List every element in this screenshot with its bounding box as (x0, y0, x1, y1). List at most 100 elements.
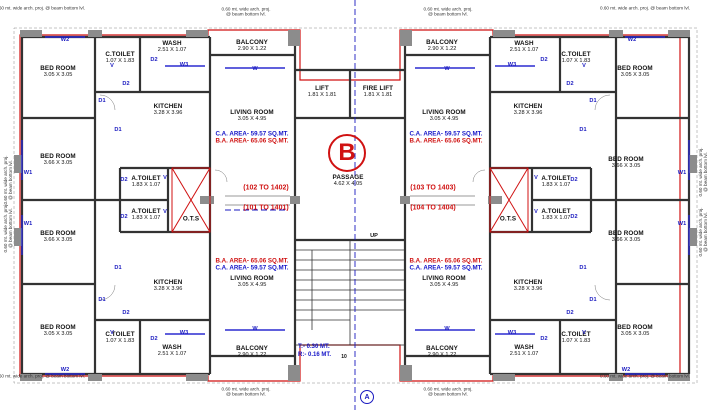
room-name: BED ROOM (608, 230, 644, 238)
tag-d2: D2 (120, 177, 128, 183)
room-dim: 3.28 X 3.96 (513, 110, 543, 117)
stair-riser: R:- 0.16 MT. (298, 351, 332, 358)
room-name: A.TOILET (131, 175, 161, 183)
room-ots-r: O.T.S (500, 215, 516, 222)
tag-d2: D2 (122, 81, 130, 87)
stair-notes: T:- 0.30 MT.R:- 0.16 MT. (298, 344, 331, 360)
room-name: BALCONY (426, 345, 458, 353)
note-left-upper: 0.60 mt. wide arch. proj.@ beam bottom l… (3, 155, 13, 204)
note-arch: 0.60 mt. wide arch. proj. (600, 373, 650, 379)
note-arch: 0.60 mt. wide arch. proj. (221, 6, 271, 12)
tag-w1: W1 (23, 170, 33, 176)
room-name: C.TOILET (105, 51, 135, 59)
tag-d1: D1 (114, 265, 122, 271)
room-dim: 3.05 X 4.95 (429, 282, 459, 289)
room-name: BED ROOM (40, 324, 76, 332)
note-beam: @ beam bottom lvl. (226, 12, 266, 17)
columns (14, 30, 697, 381)
room-dim: 1.07 X 1.83 (105, 58, 135, 65)
room-name: KITCHEN (513, 103, 543, 111)
note-left-lower: 0.60 mt. wide arch. proj.@ beam bottom l… (3, 203, 13, 252)
carpet-area: C.A. AREA- 59.57 SQ.MT. (409, 265, 483, 272)
room-dim: 3.28 X 3.96 (153, 110, 183, 117)
note-arch: 0.60 mt. wide arch. proj. (221, 386, 271, 392)
room-dim: 1.81 X 1.81 (363, 92, 393, 99)
area-block-tl: C.A. AREA- 59.57 SQ.MT.B.A. AREA- 65.06 … (215, 131, 288, 146)
flat-arrows (225, 195, 475, 206)
note-arch: 0.60 mt. wide arch. proj. (0, 5, 45, 11)
windows (21, 36, 690, 375)
room-dim: 4.62 X 4.05 (333, 181, 363, 188)
projection-lines (13, 27, 698, 384)
ots-shafts (171, 167, 529, 233)
room-name: BED ROOM (40, 230, 76, 238)
tag-d2: D2 (150, 336, 158, 342)
note-bot-l1: 0.60 mt. wide arch. proj. @ beam bottom … (0, 373, 85, 378)
room-dim: 1.07 X 1.83 (561, 58, 591, 65)
room-dim: 2.51 X 1.07 (509, 351, 539, 358)
room-dim: 2.51 X 1.07 (157, 47, 187, 54)
note-beam: @ beam bottom lvl. (428, 12, 468, 17)
room-name: C.TOILET (561, 331, 591, 339)
room-name: LIVING ROOM (230, 109, 274, 117)
room-dim: 2.90 X 1.22 (237, 352, 267, 359)
room-name: BED ROOM (608, 156, 644, 164)
note-arch: 0.60 mt. wide arch. proj. (600, 5, 650, 11)
tag-w3: W3 (507, 330, 517, 336)
room-name: WASH (162, 344, 182, 352)
built-area: B.A. AREA- 65.06 SQ.MT. (215, 138, 289, 145)
tag-v: V (582, 63, 586, 69)
room-dim: 3.66 X 3.05 (43, 237, 73, 244)
note-beam: @ beam bottom lvl. (226, 392, 266, 397)
tag-d2: D2 (150, 57, 158, 63)
room-dim: 3.05 X 3.05 (620, 331, 650, 338)
axis-marker: A (360, 390, 374, 404)
note-bot-r1: 0.60 mt. wide arch. proj. @ beam bottom … (600, 373, 690, 378)
room-dim: 3.66 X 3.05 (611, 163, 641, 170)
flat-number-tr: (103 TO 1403) (410, 184, 456, 192)
room-dim: 1.07 X 1.83 (105, 338, 135, 345)
room-name: KITCHEN (153, 103, 183, 111)
note-beam: @ beam bottom lvl. (8, 160, 13, 200)
room-name: C.TOILET (561, 51, 591, 59)
room-dim: 1.83 X 1.07 (541, 182, 571, 189)
tag-w: W (252, 66, 258, 72)
room-name: LIVING ROOM (230, 275, 274, 283)
tag-v: V (110, 63, 114, 69)
room-dim: 2.90 X 1.22 (237, 46, 267, 53)
center-axis (225, 0, 356, 410)
tag-w1: W1 (23, 221, 33, 227)
room-name: LIFT (315, 85, 329, 93)
room-name: KITCHEN (513, 279, 543, 287)
tag-w: W (252, 326, 258, 332)
staircase (294, 239, 406, 346)
note-beam: @ beam bottom lvl. (428, 392, 468, 397)
tag-d1: D1 (98, 98, 106, 104)
room-dim: 3.66 X 3.05 (43, 160, 73, 167)
note-beam: @ beam bottom lvl. (703, 152, 708, 192)
area-block-bl: B.A. AREA- 65.06 SQ.MT.C.A. AREA- 59.57 … (215, 258, 288, 273)
room-dim: 1.81 X 1.81 (307, 92, 337, 99)
tag-d2: D2 (566, 81, 574, 87)
room-name: LIVING ROOM (422, 275, 466, 283)
tag-d1: D1 (589, 98, 597, 104)
tag-d2: D2 (570, 214, 578, 220)
room-name: BALCONY (236, 345, 268, 353)
tag-w3: W3 (179, 62, 189, 68)
tag-w1: W1 (677, 221, 687, 227)
